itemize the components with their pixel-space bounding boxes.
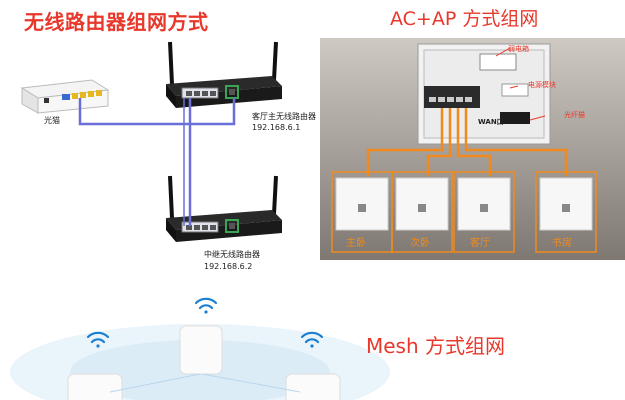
label-power-module: 电源模块 bbox=[528, 81, 556, 89]
wifi-icon bbox=[194, 297, 218, 314]
main-router-name: 客厅主无线路由器 bbox=[252, 112, 316, 121]
mesh-node-right bbox=[285, 373, 341, 400]
ac-ap-photo bbox=[320, 38, 625, 260]
room-label-living: 客厅 bbox=[470, 238, 490, 249]
main-router-device bbox=[166, 41, 282, 108]
mesh-node-left bbox=[67, 373, 123, 400]
wifi-icon bbox=[300, 331, 324, 348]
label-wan: WAN口 bbox=[478, 118, 504, 126]
room-label-master: 主卧 bbox=[346, 238, 366, 249]
section2-title: AC+AP 方式组网 bbox=[390, 8, 539, 30]
relay-router-ip: 192.168.6.2 bbox=[204, 262, 253, 271]
section3-title: Mesh 方式组网 bbox=[366, 334, 506, 358]
modem-label: 光猫 bbox=[44, 116, 60, 125]
relay-router-name: 中继无线路由器 bbox=[204, 250, 260, 259]
mesh-illustration bbox=[10, 297, 390, 400]
ap-panels bbox=[335, 177, 593, 231]
mesh-node-center bbox=[179, 325, 223, 375]
main-router-ip: 192.168.6.1 bbox=[252, 123, 301, 132]
label-weak-current-box: 弱电箱 bbox=[508, 45, 529, 53]
section1-title: 无线路由器组网方式 bbox=[24, 10, 209, 34]
relay-router-device bbox=[166, 175, 282, 242]
wifi-icon bbox=[86, 331, 110, 348]
label-fiber-modem: 光纤猫 bbox=[564, 111, 585, 119]
modem-to-router-cable bbox=[78, 98, 236, 126]
room-label-second: 次卧 bbox=[410, 238, 430, 249]
modem-device bbox=[20, 79, 110, 114]
room-label-study: 书房 bbox=[552, 238, 572, 249]
